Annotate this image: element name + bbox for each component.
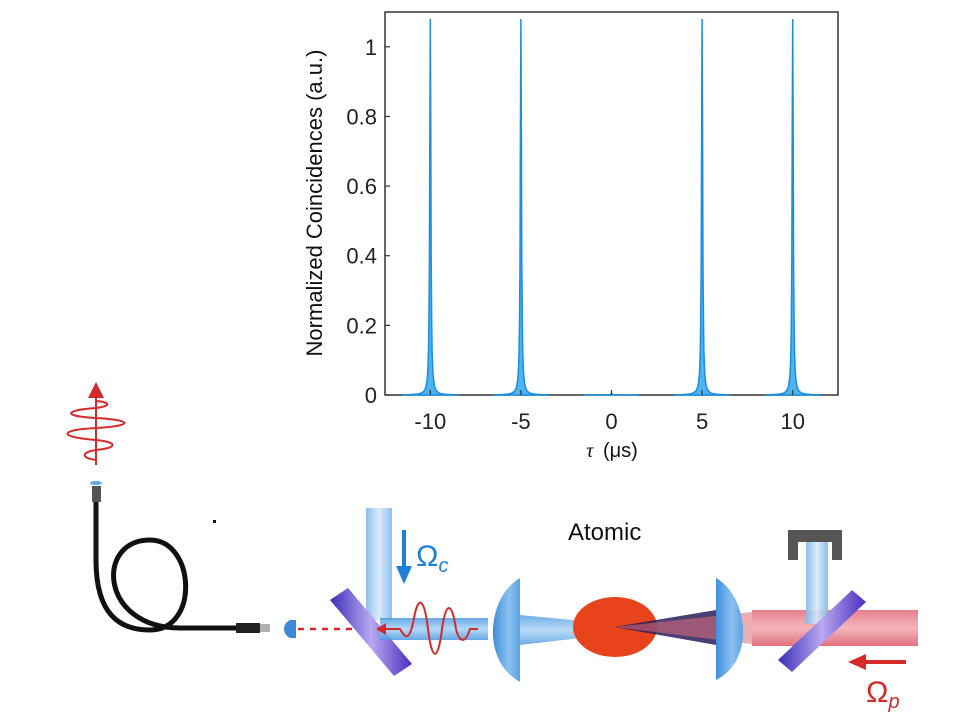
coincidence-peak-3 [674,18,731,396]
omega-c-symbol: Ω [416,540,438,573]
y-tick-label: 0 [365,383,377,408]
y-tick-layer: 0 0.2 0.4 0.6 0.8 1 [346,35,390,408]
svg-text:Ωc: Ωc [416,540,448,577]
right-lens [716,578,744,680]
coincidence-peak-0 [402,18,459,396]
y-tick-label: 1 [365,35,377,60]
y-tick-label: 0.8 [346,104,377,129]
x-tick-label: 5 [696,409,708,434]
left-lens [492,578,520,682]
x-tick-label: -10 [414,409,446,434]
wavepacket-arrow-icon [376,623,386,635]
control-beam-vertical [366,508,392,620]
plot-frame [384,11,839,396]
y-tick-label: 0.4 [346,244,377,269]
x-axis-unit: (μs) [603,440,638,462]
x-tick-label: 10 [780,409,804,434]
x-tick-layer: -10 -5 0 5 10 [414,390,805,434]
x-axis-label: τ (μs) [586,440,638,462]
control-field-label: Ωc [396,530,448,584]
y-tick-label: 0.2 [346,313,377,338]
omega-p-subscript: p [887,691,899,713]
right-mirror [778,590,866,672]
omega-c-subscript: c [438,555,448,577]
probe-field-label: Ωp [848,654,906,713]
coincidence-chart: -10 -5 0 5 10 0 0.2 0.4 0.6 0.8 1 Normalized Coin… [302,11,839,462]
control-beam-vertical-right [806,542,828,624]
beam-dump-icon [788,530,842,560]
coincidence-peak-1 [492,18,549,396]
omega-p-symbol: Ω [866,676,888,709]
photon-wavepacket [378,601,478,655]
y-axis-label: Normalized Coincidences (a.u.) [302,50,327,357]
x-axis-symbol: τ [586,440,594,462]
x-tick-label: 0 [605,409,617,434]
optical-setup-diagram: Ωc Atomic Ωp [66,382,918,713]
coincidence-peak-4 [764,18,821,396]
svg-text:Ωp: Ωp [866,676,900,713]
peaks-layer [402,18,821,396]
x-tick-label: -5 [511,409,531,434]
blue-beam-left [380,618,488,640]
y-tick-label: 0.6 [346,174,377,199]
left-mirror [330,588,412,676]
atomic-label: Atomic [568,519,641,546]
optical-fiber [92,486,270,633]
coupling-lens-icon [284,620,296,638]
emitted-photon-icon [66,382,126,485]
